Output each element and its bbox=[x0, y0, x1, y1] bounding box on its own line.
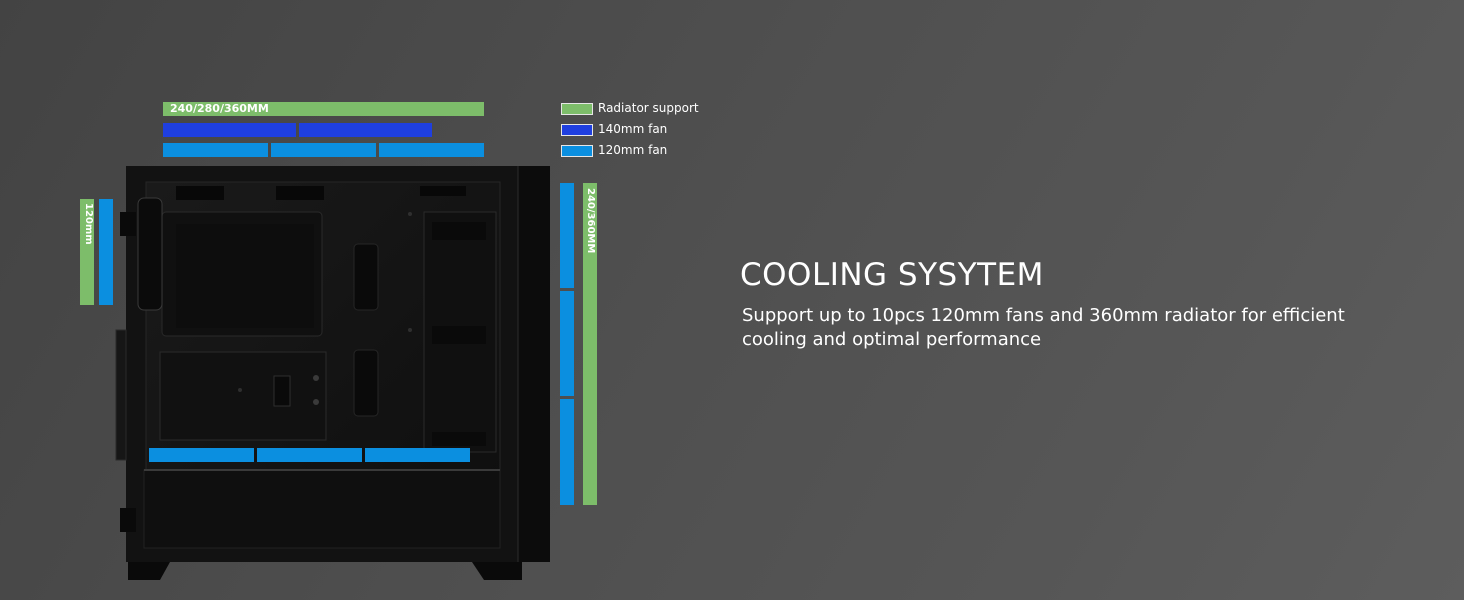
rear-fan-120 bbox=[99, 199, 113, 305]
case-front-panel bbox=[518, 166, 550, 562]
bottom-shroud bbox=[143, 469, 501, 549]
case-foot-right bbox=[472, 562, 522, 580]
case-foot-left bbox=[128, 562, 170, 580]
front-fan-120-2 bbox=[560, 291, 574, 396]
legend-swatch-fan-140 bbox=[561, 124, 593, 136]
front-fan-120-3 bbox=[560, 399, 574, 505]
legend-swatch-fan-120 bbox=[561, 145, 593, 157]
top-fan-140-1 bbox=[163, 123, 296, 137]
top-fan-120-3 bbox=[379, 143, 484, 157]
top-fan-140-2 bbox=[299, 123, 432, 137]
top-radiator-label: 240/280/360MM bbox=[170, 102, 269, 115]
section-description: Support up to 10pcs 120mm fans and 360mm… bbox=[742, 305, 1345, 350]
bottom-fan-120-3 bbox=[365, 448, 470, 462]
top-fan-120-2 bbox=[271, 143, 376, 157]
bottom-fan-120-1 bbox=[149, 448, 254, 462]
front-fan-120-1 bbox=[560, 183, 574, 288]
top-radiator-bar bbox=[163, 102, 484, 116]
legend-label-fan-140: 140mm fan bbox=[598, 122, 668, 136]
rear-fan-housing bbox=[137, 197, 163, 311]
rear-radiator-bar bbox=[80, 199, 94, 305]
psu-plate bbox=[159, 351, 327, 441]
rear-fan-label: 120mm bbox=[83, 203, 94, 245]
legend-label-radiator: Radiator support bbox=[598, 101, 699, 115]
front-radiator-bar bbox=[583, 183, 597, 505]
section-title: COOLING SYSYTEM bbox=[740, 257, 1044, 293]
bottom-fan-120-2 bbox=[257, 448, 362, 462]
legend-label-fan-120: 120mm fan bbox=[598, 143, 668, 157]
front-radiator-label: 240/360MM bbox=[585, 188, 596, 254]
top-fan-120-1 bbox=[163, 143, 268, 157]
legend-swatch-radiator bbox=[561, 103, 593, 115]
